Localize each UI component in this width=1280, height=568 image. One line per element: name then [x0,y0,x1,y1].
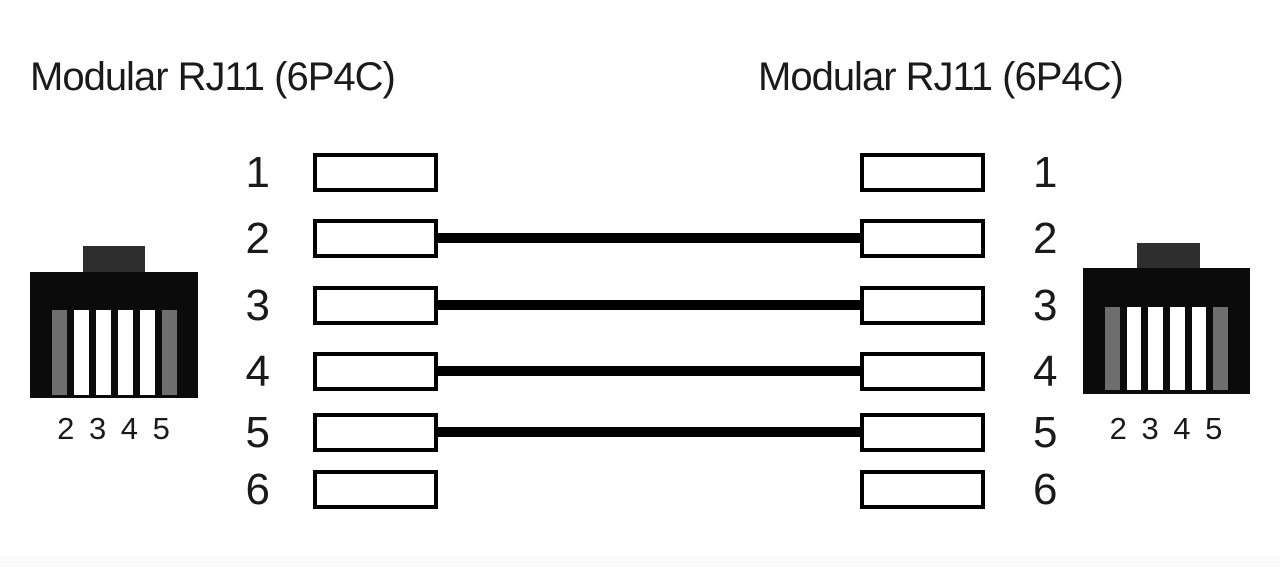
left-pin-contact [313,219,438,258]
left-pin-contact [313,286,438,325]
left-connector-title: Modular RJ11 (6P4C) [30,55,396,99]
left-pin-contact [313,413,438,452]
left-plug-slot-5 [140,310,155,395]
right-pin-contact [860,413,985,452]
left-rj11-plug [30,272,198,398]
left-pin-number: 3 [245,281,270,330]
right-plug-slot-6 [1213,307,1229,390]
right-plug-slot-4 [1170,307,1185,390]
left-pin-number: 5 [245,408,270,457]
right-plug-latch-tab [1137,243,1200,268]
pin-row-6: 6 6 [0,465,1280,514]
left-pin-number: 4 [245,347,270,396]
right-pin-number: 5 [1033,408,1058,457]
left-pin-number: 1 [245,148,270,197]
right-plug-slot-2 [1126,307,1142,390]
left-pin-contact [313,153,438,192]
left-plug-slot-2 [74,310,89,395]
pin-row-3: 3 3 [0,281,1280,330]
right-pin-number: 2 [1033,214,1058,263]
left-plug-latch-tab [83,246,145,272]
wire [434,233,864,243]
right-pin-number: 6 [1033,465,1058,514]
right-pin-contact [860,153,985,192]
wire [434,366,864,376]
left-plug-slot-6 [162,310,177,395]
pin-row-2: 2 2 [0,214,1280,263]
left-plug-pins-label: 2 3 4 5 [57,411,171,446]
right-pin-number: 1 [1033,148,1058,197]
left-plug-slot-1 [52,310,67,395]
left-plug-slot-4 [118,310,133,395]
left-plug-slot-row [52,310,177,395]
wire [434,300,864,310]
left-plug-slot-3 [96,310,111,395]
right-pin-number: 4 [1033,347,1058,396]
right-plug-slot-1 [1105,307,1120,390]
right-plug-slot-row [1105,307,1229,390]
right-plug-slot-5 [1191,307,1207,390]
left-pin-number: 2 [245,214,270,263]
left-pin-number: 6 [245,465,270,514]
right-pin-contact [860,352,985,391]
pin-row-4: 4 4 [0,347,1280,396]
wire [434,427,864,437]
right-pin-number: 3 [1033,281,1058,330]
right-pin-contact [860,219,985,258]
right-plug-slot-3 [1148,307,1164,390]
left-pin-contact [313,352,438,391]
right-pin-contact [860,286,985,325]
pin-row-1: 1 1 [0,148,1280,197]
right-pin-contact [860,470,985,509]
left-pin-contact [313,470,438,509]
right-connector-title: Modular RJ11 (6P4C) [758,55,1124,99]
footer-strip [0,556,1280,567]
right-rj11-plug [1083,268,1250,394]
pin-row-5: 5 5 [0,408,1280,457]
right-plug-pins-label: 2 3 4 5 [1109,411,1224,446]
